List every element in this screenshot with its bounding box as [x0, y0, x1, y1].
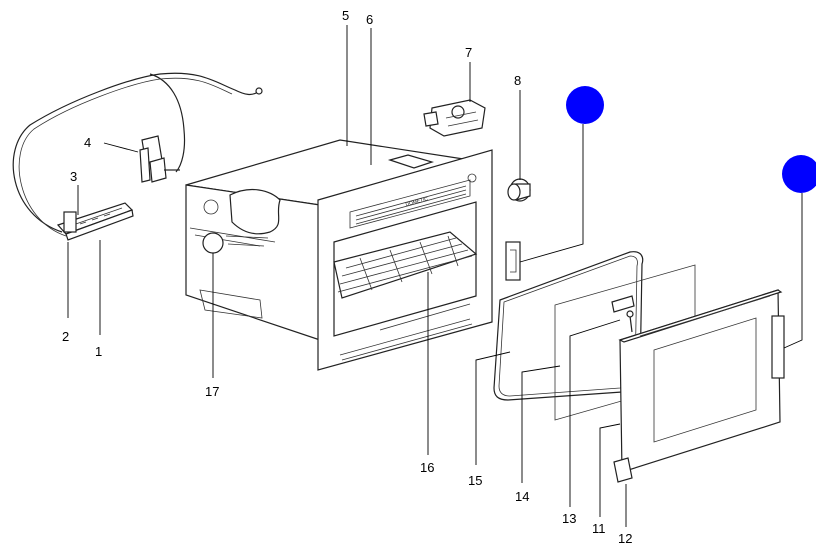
- label-part-4: 4: [84, 135, 91, 150]
- burner-cap: [202, 232, 269, 254]
- label-part-17: 17: [205, 384, 219, 399]
- label-part-11: 11: [592, 521, 606, 536]
- oven-door: [611, 289, 785, 483]
- oven-rack: [333, 231, 478, 299]
- reference-marker-left: [566, 86, 604, 124]
- leader-lines: [67, 25, 803, 527]
- front-frame: [317, 149, 493, 371]
- label-part-14: 14: [515, 489, 529, 504]
- part-labels: 2 1 3 4 5 6 7 8 17 16 15 14 13 11 12: [62, 8, 632, 544]
- label-part-1: 1: [95, 344, 102, 359]
- label-part-6: 6: [366, 12, 373, 27]
- label-part-3: 3: [70, 169, 77, 184]
- label-part-15: 15: [468, 473, 482, 488]
- thermocouple-cable: [12, 72, 263, 237]
- label-part-7: 7: [465, 45, 472, 60]
- label-part-5: 5: [342, 8, 349, 23]
- oven-body: [185, 139, 471, 341]
- label-part-12: 12: [618, 531, 632, 544]
- label-part-13: 13: [562, 511, 576, 526]
- label-part-2: 2: [62, 329, 69, 344]
- label-part-16: 16: [420, 460, 434, 475]
- burner-bracket: [56, 202, 134, 241]
- control-knob: [507, 178, 531, 202]
- label-part-8: 8: [514, 73, 521, 88]
- reference-marker-right: [782, 155, 816, 193]
- brand-text: DOMETIC: [405, 196, 429, 208]
- thermostat-valve: [423, 99, 486, 137]
- igniter: [139, 135, 180, 183]
- door-latch: [505, 241, 521, 281]
